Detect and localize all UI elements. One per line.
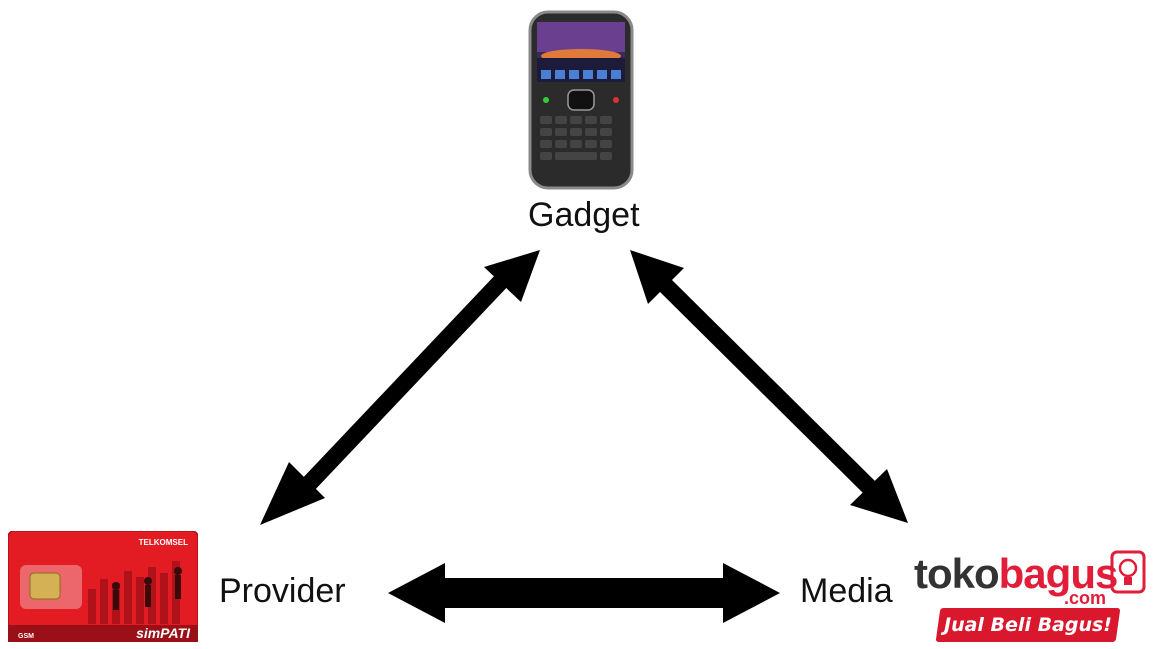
svg-text:TELKOMSEL: TELKOMSEL [139, 538, 188, 547]
tokobagus-logo: tokobagus .com Jual Beli Bagus! [914, 550, 1146, 646]
logo-tagline: Jual Beli Bagus! [944, 614, 1112, 636]
lightbulb-icon [1110, 550, 1146, 594]
blackberry-phone-image [528, 10, 634, 190]
arrow-gadget-media [630, 250, 908, 523]
logo-tagline-banner: Jual Beli Bagus! [935, 608, 1121, 642]
svg-text:simPATI: simPATI [136, 625, 191, 641]
logo-bagus-text: bagus [998, 550, 1119, 597]
arrow-provider-media [388, 563, 780, 623]
arrow-gadget-provider [260, 250, 540, 525]
media-label: Media [800, 572, 893, 610]
logo-wordmark: tokobagus [914, 550, 1119, 598]
provider-label: Provider [219, 572, 346, 610]
gadget-label: Gadget [528, 196, 640, 234]
svg-text:GSM: GSM [18, 633, 34, 640]
sim-card-image: TELKOMSEL simPATI GSM [7, 530, 199, 643]
logo-com-text: .com [1064, 588, 1107, 608]
logo-toko-text: toko [914, 550, 1000, 597]
